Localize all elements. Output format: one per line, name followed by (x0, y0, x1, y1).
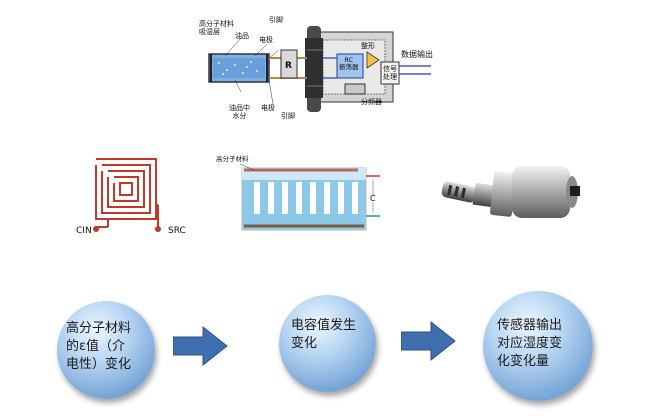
label-frequency-divider: 分频器 (361, 98, 382, 106)
capacitor-diagram: 高分子材料 C (212, 150, 392, 240)
label-capacitance-c: C (370, 194, 376, 203)
sensor-circuit-drawing (208, 26, 431, 112)
flow-step-3-circle (483, 291, 593, 401)
label-shaping: 整形 (361, 42, 375, 50)
label-src: SRC (168, 226, 186, 236)
sensor-photo (434, 148, 584, 238)
capacitor-drawing (239, 163, 380, 231)
label-electrode-top: 电极 (259, 36, 273, 44)
flow-step-1-text: 高分子材料 的ε值（介 电性）变化 (66, 321, 132, 372)
flow-arrow-2 (401, 320, 456, 362)
label-signal-processing: 信号 处理 (383, 65, 397, 82)
label-rc-oscillator: RC 振荡器 (339, 56, 359, 72)
label-electrode-bottom: 电极 (261, 104, 275, 112)
label-pin-top: 引脚 (269, 16, 283, 24)
label-r: R (285, 61, 292, 71)
label-oil: 油品 (235, 32, 249, 40)
sensor-photo-drawing (441, 166, 580, 218)
label-oil-water: 油品中 水分 (229, 104, 250, 121)
flow-step-2-text: 电容值发生 变化 (291, 318, 357, 351)
sensor-circuit-diagram: 高分子材料 吸湿层 油品 电极 引脚 油品中 水分 电极 引脚 R RC 振荡器… (195, 10, 450, 125)
coil-diagram: CIN SRC (62, 145, 202, 245)
flow-arrow-1 (173, 325, 228, 367)
flow-step-2-circle (279, 295, 376, 392)
coil-drawing (93, 158, 161, 232)
label-data-output: 数据输出 (401, 50, 433, 59)
label-cin: CIN (76, 226, 92, 236)
label-polymer-material: 高分子材料 (216, 155, 249, 163)
label-polymer-layer: 高分子材料 吸湿层 (199, 20, 234, 37)
flow-step-3-text: 传感器输出 对应湿度变 化变化量 (497, 318, 563, 369)
flow-step-1-circle (57, 301, 155, 399)
label-pin-bottom: 引脚 (281, 112, 295, 120)
